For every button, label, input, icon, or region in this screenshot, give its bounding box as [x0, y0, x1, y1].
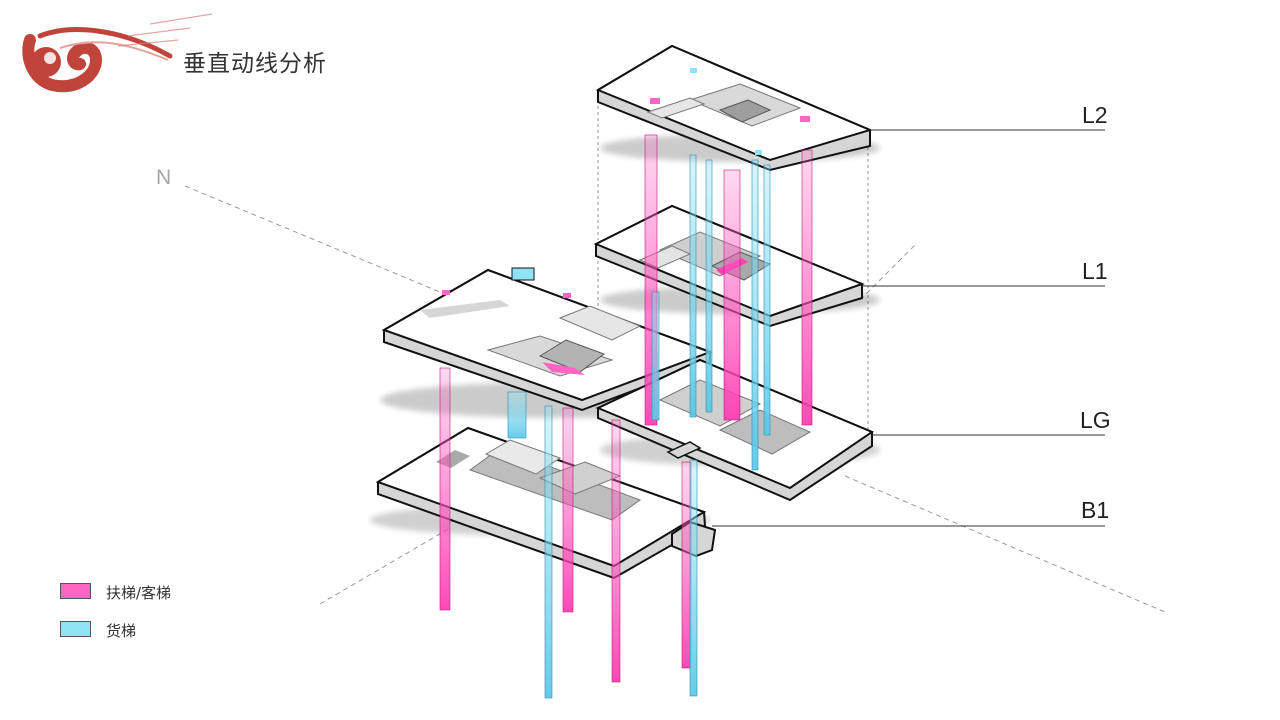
- floor-label-l1: L1: [1082, 258, 1108, 285]
- floor-label-b1: B1: [1081, 497, 1109, 524]
- floor-l2-slab: [598, 46, 880, 170]
- legend-label-freight: 货梯: [106, 620, 136, 641]
- legend-swatch-freight: [60, 621, 91, 637]
- floor-label-lg: LG: [1080, 407, 1111, 434]
- floor-label-l2: L2: [1082, 102, 1108, 129]
- legend-label-escalator: 扶梯/客梯: [106, 582, 171, 603]
- north-indicator: N: [156, 166, 171, 190]
- page-title: 垂直动线分析: [183, 44, 327, 78]
- legend-swatch-escalator: [60, 583, 91, 599]
